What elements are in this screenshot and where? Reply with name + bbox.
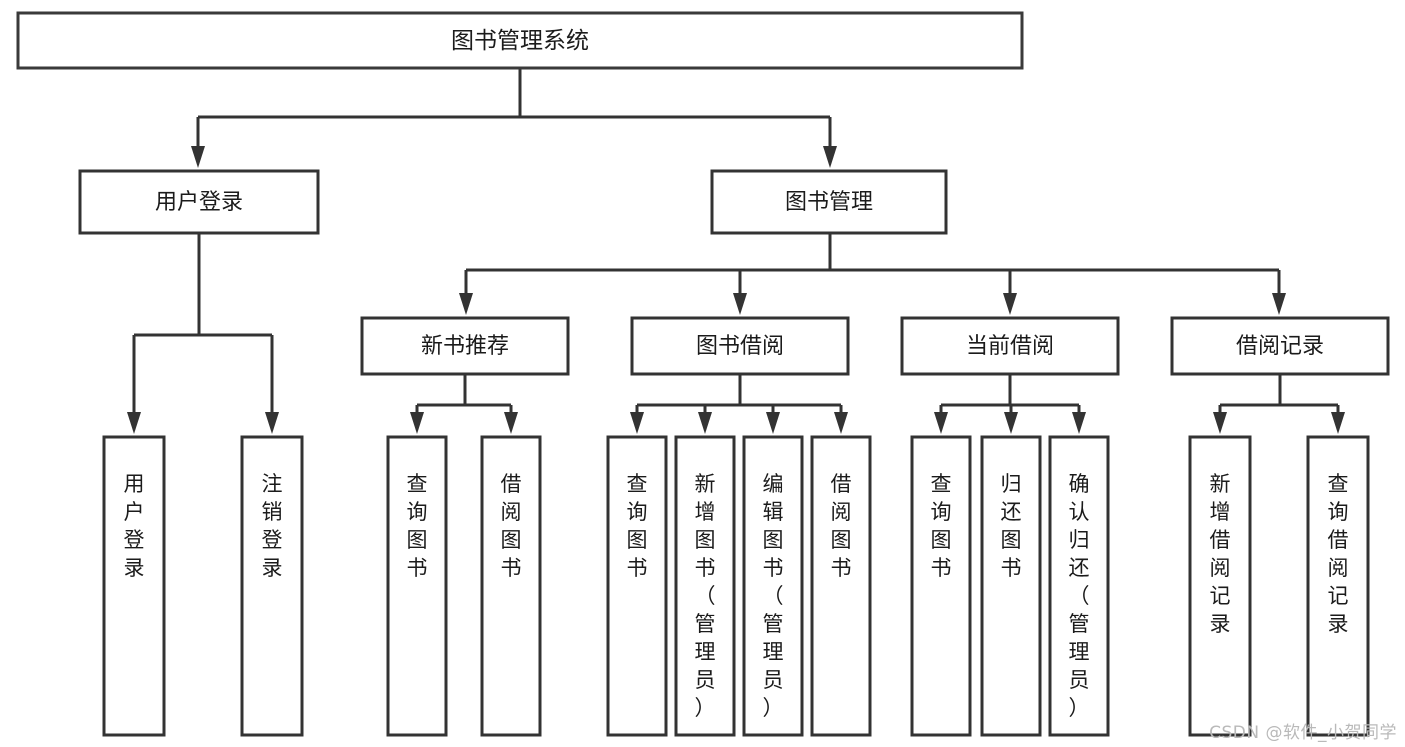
label-book-borrow: 图书借阅 xyxy=(696,334,784,359)
label-leaf-add-borrow-record: 新增借阅记录 xyxy=(1210,472,1231,636)
arrow-to-leaf-3-1 xyxy=(1331,412,1345,434)
arrow-to-leaf-1-0 xyxy=(630,412,644,434)
label-leaf-user-login: 用户登录 xyxy=(124,472,145,580)
arrow-to-level3-0 xyxy=(459,293,473,315)
arrow-to-level2-0 xyxy=(191,146,205,168)
node-leaf-query-book-3[interactable] xyxy=(910,435,972,737)
arrow-to-level3-2 xyxy=(1003,293,1017,315)
label-leaf-borrow-book-1: 借阅图书 xyxy=(501,472,522,580)
arrow-to-level2-1 xyxy=(823,146,837,168)
node-user-login[interactable] xyxy=(78,169,320,235)
node-leaf-user-login[interactable] xyxy=(102,435,166,737)
label-leaf-logout-login: 注销登录 xyxy=(262,472,283,580)
arrow-to-leaf-1-2 xyxy=(766,412,780,434)
label-leaf-query-book-3: 查询图书 xyxy=(931,472,952,580)
label-book-manage: 图书管理 xyxy=(785,190,873,215)
node-new-book-recommend[interactable] xyxy=(360,316,570,376)
node-book-borrow[interactable] xyxy=(630,316,850,376)
label-title-system: 图书管理系统 xyxy=(451,28,589,54)
node-book-manage[interactable] xyxy=(710,169,948,235)
arrow-to-leaf-0-0 xyxy=(410,412,424,434)
label-leaf-edit-book-admin: 编辑图书（管理员） xyxy=(763,472,784,720)
label-leaf-query-book-2: 查询图书 xyxy=(627,472,648,580)
node-borrow-record[interactable] xyxy=(1170,316,1390,376)
node-title-system[interactable] xyxy=(16,11,1024,70)
arrow-to-level3-3 xyxy=(1272,293,1286,315)
label-leaf-query-book-1: 查询图书 xyxy=(407,472,428,580)
nodes-layer: 图书管理系统用户登录图书管理新书推荐图书借阅当前借阅借阅记录用户登录注销登录查询… xyxy=(16,11,1390,737)
arrow-to-leaf-2-1 xyxy=(1004,412,1018,434)
node-leaf-borrow-book-1[interactable] xyxy=(480,435,542,737)
edges-layer xyxy=(127,68,1345,434)
node-leaf-query-borrow-record[interactable] xyxy=(1306,435,1370,737)
node-leaf-borrow-book-2[interactable] xyxy=(810,435,872,737)
label-new-book-recommend: 新书推荐 xyxy=(421,334,509,359)
arrow-to-leaf-2-2 xyxy=(1072,412,1086,434)
arrow-to-level3-1 xyxy=(733,293,747,315)
node-leaf-add-book-admin[interactable] xyxy=(674,435,736,737)
label-borrow-record: 借阅记录 xyxy=(1236,334,1324,359)
node-leaf-add-borrow-record[interactable] xyxy=(1188,435,1252,737)
node-leaf-query-book-1[interactable] xyxy=(386,435,448,737)
label-current-borrow: 当前借阅 xyxy=(966,334,1054,359)
arrow-to-leaf-0-1 xyxy=(504,412,518,434)
node-leaf-query-book-2[interactable] xyxy=(606,435,668,737)
label-user-login: 用户登录 xyxy=(155,190,243,215)
label-leaf-query-borrow-record: 查询借阅记录 xyxy=(1328,472,1349,636)
arrow-to-leaf-1-3 xyxy=(834,412,848,434)
node-leaf-edit-book-admin[interactable] xyxy=(742,435,804,737)
node-current-borrow[interactable] xyxy=(900,316,1120,376)
watermark-text: CSDN @软件_小贺同学 xyxy=(1209,723,1397,743)
label-leaf-borrow-book-2: 借阅图书 xyxy=(831,472,852,580)
node-leaf-return-book[interactable] xyxy=(980,435,1042,737)
label-leaf-add-book-admin: 新增图书（管理员） xyxy=(695,472,716,720)
label-leaf-return-book: 归还图书 xyxy=(1001,472,1022,580)
arrow-to-user-leaf-1 xyxy=(265,412,279,434)
arrow-to-user-leaf-0 xyxy=(127,412,141,434)
arrow-to-leaf-2-0 xyxy=(934,412,948,434)
node-leaf-logout-login[interactable] xyxy=(240,435,304,737)
arrow-to-leaf-3-0 xyxy=(1213,412,1227,434)
node-leaf-confirm-return-admin[interactable] xyxy=(1048,435,1110,737)
arrow-to-leaf-1-1 xyxy=(698,412,712,434)
label-leaf-confirm-return-admin: 确认归还（管理员） xyxy=(1069,472,1090,720)
